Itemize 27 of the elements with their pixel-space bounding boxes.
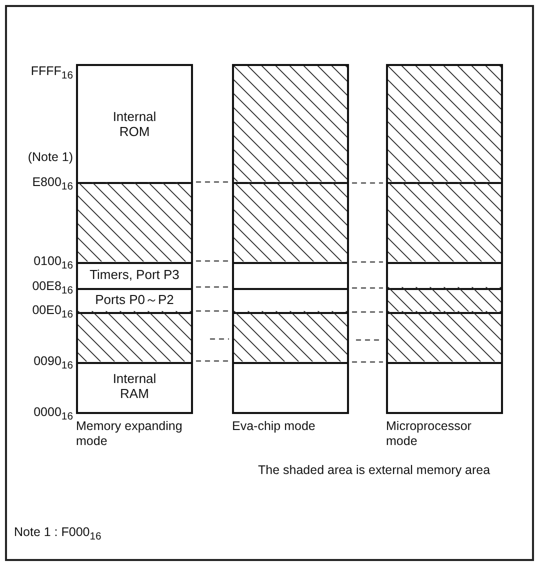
address-label: E800$_{16}$ (32, 175, 73, 194)
memory-region (232, 261, 349, 290)
address-label: 00E8$_{16}$ (32, 279, 73, 298)
address-label: 00E0$_{16}$ (32, 303, 73, 322)
hatched-memory-region (386, 311, 503, 364)
address-label: 0100$_{16}$ (34, 254, 73, 274)
hatched-memory-region (232, 182, 349, 264)
memory-region (386, 361, 503, 414)
note-reference: (Note 1) (28, 150, 73, 165)
address-label: 0000$_{16}$ (34, 405, 73, 424)
address-label: FFFF$_{16}$ (30, 64, 73, 84)
mode-caption: Memory expanding mode (76, 419, 184, 449)
memory-region (232, 361, 349, 414)
mode-caption: Eva-chip mode (232, 419, 316, 434)
hatched-memory-region (232, 64, 349, 184)
mode-caption: Microprocessor mode (386, 419, 472, 449)
footnote-text: The shaded area is external memory area (258, 463, 490, 478)
address-label: 0090$_{16}$ (34, 354, 73, 374)
hatched-memory-region (386, 64, 503, 184)
hatched-memory-region (386, 182, 503, 264)
memory-region: Timers, Port P3 (76, 261, 193, 290)
footnote-text: Note 1 : F000$_{16}$ (14, 525, 102, 544)
memory-region: Internal RAM (76, 361, 193, 414)
hatched-memory-region (386, 287, 503, 314)
hatched-memory-region (232, 311, 349, 364)
hatched-memory-region (76, 182, 193, 264)
hatched-memory-region (76, 311, 193, 364)
